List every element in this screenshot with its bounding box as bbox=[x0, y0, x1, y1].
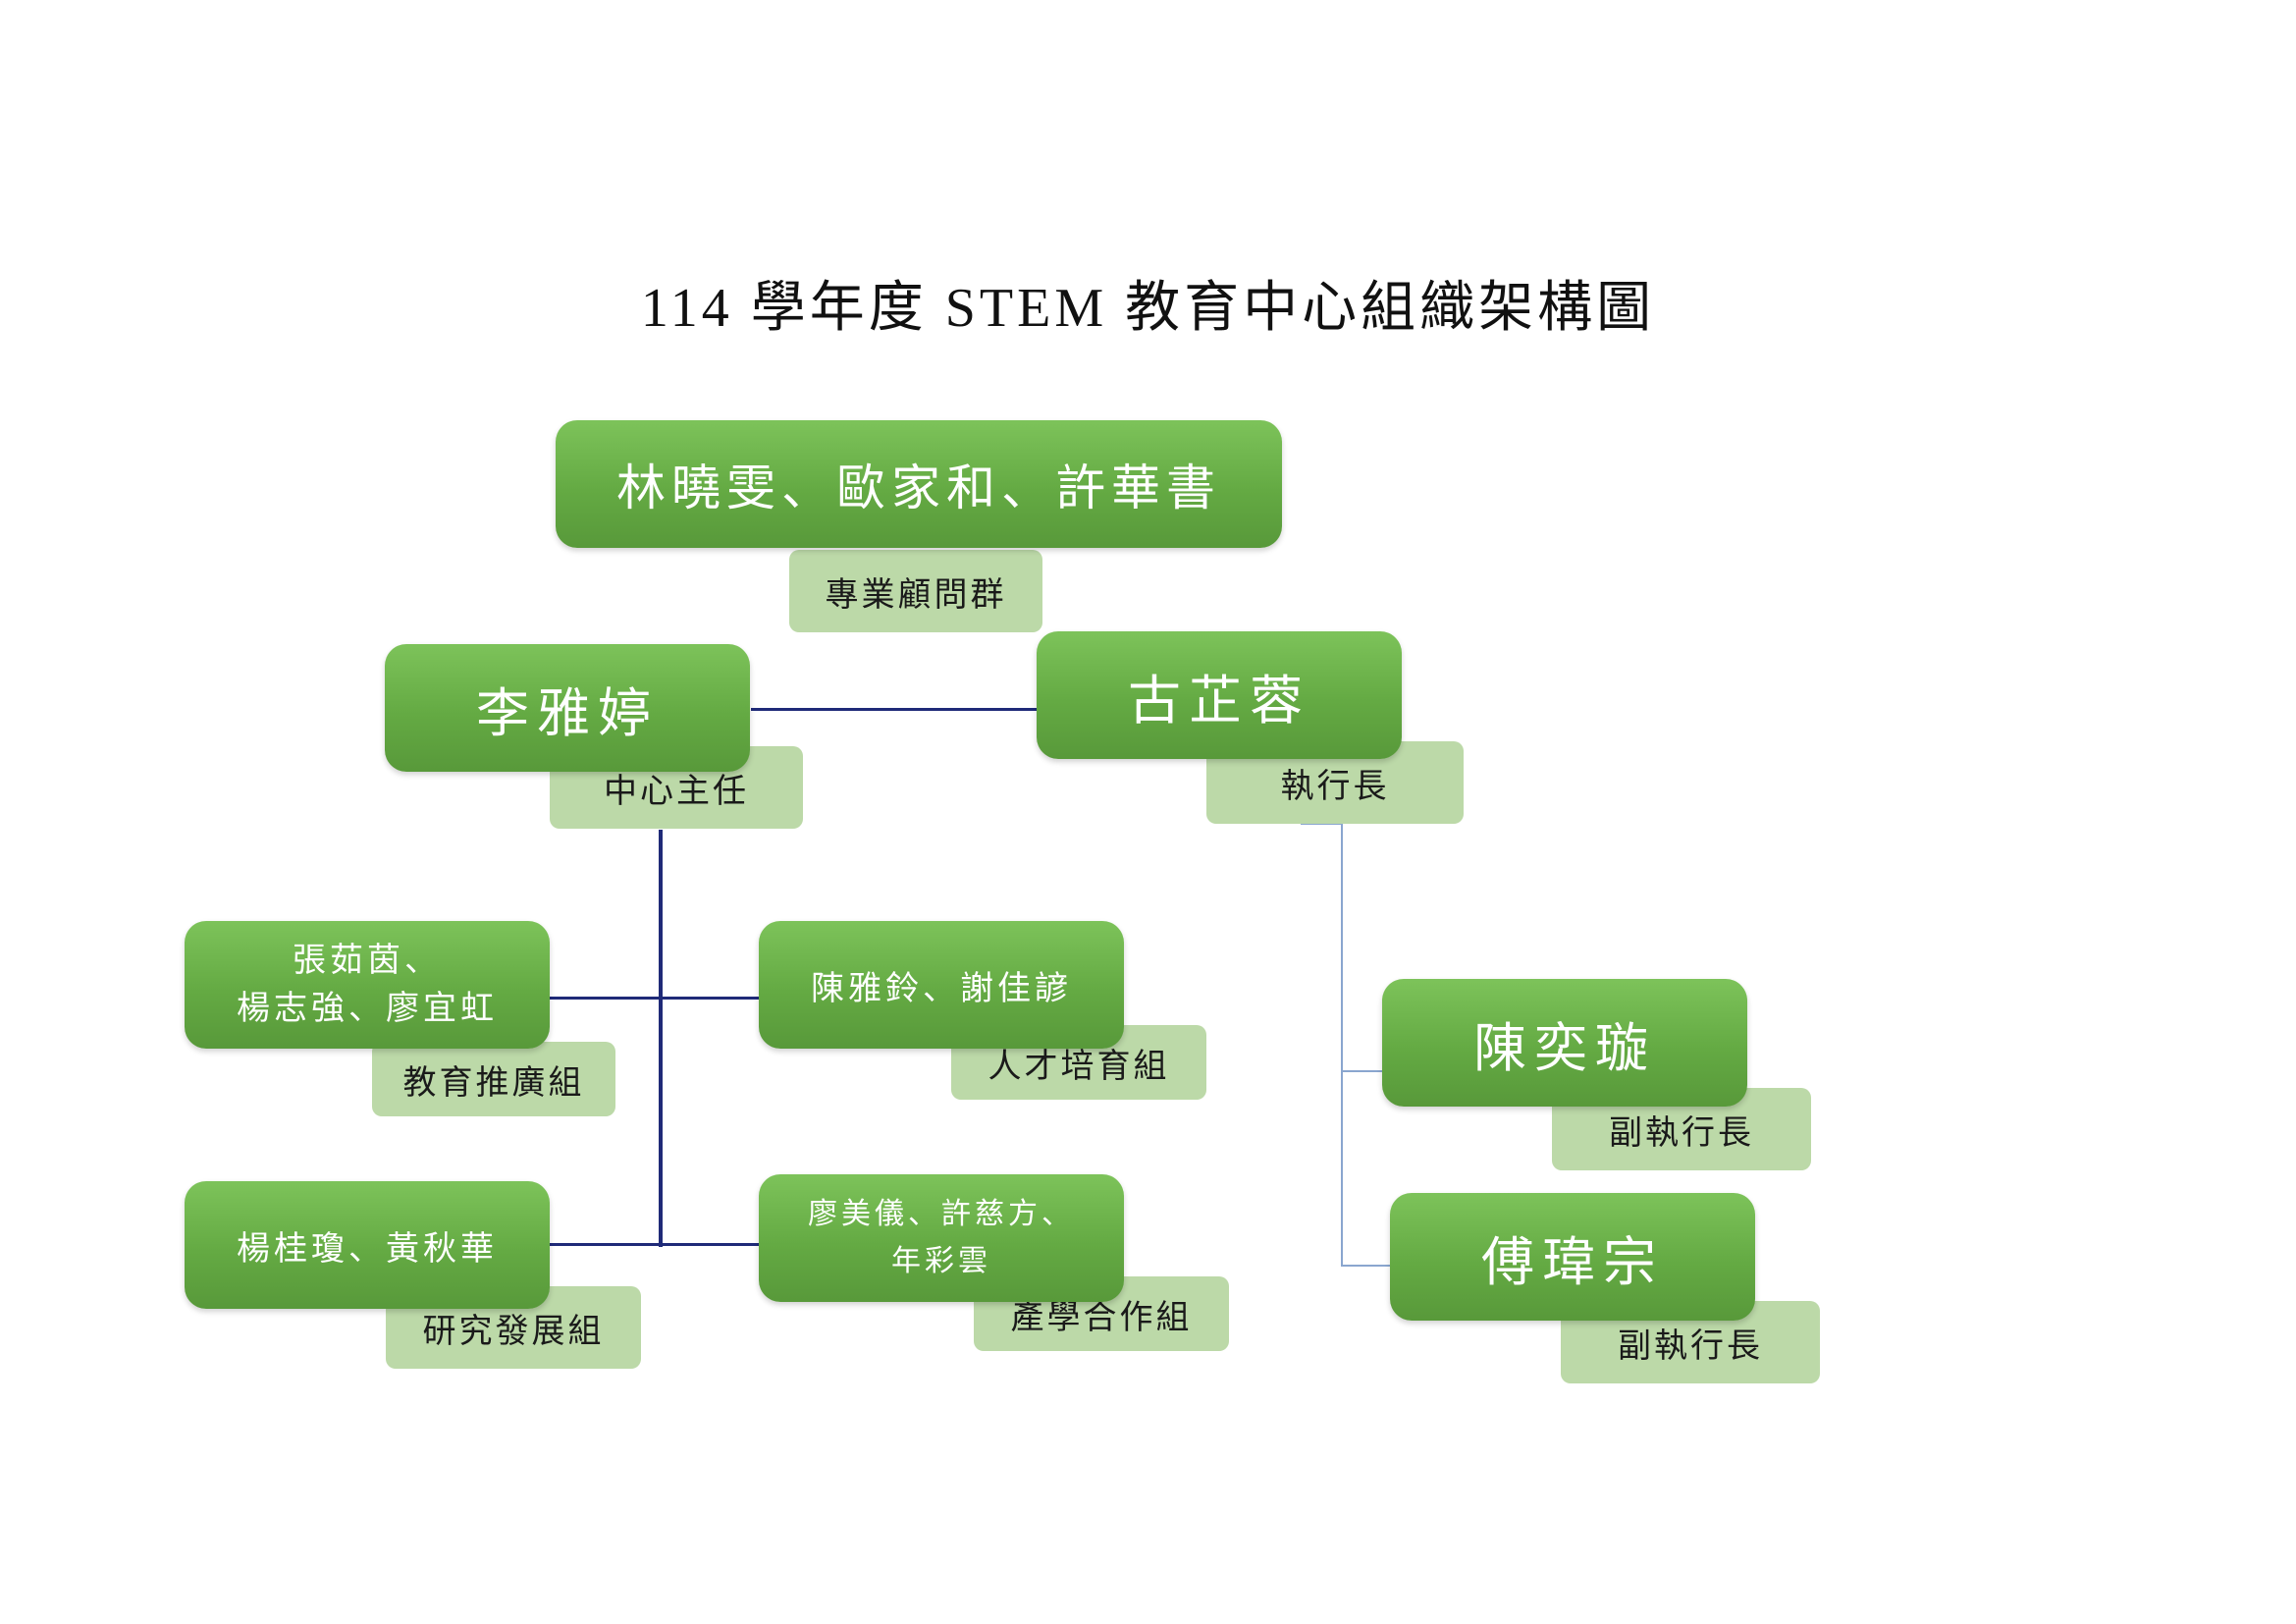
advisors-node: 林曉雯、歐家和、許華書 bbox=[556, 420, 1282, 548]
director-node: 李雅婷 bbox=[385, 644, 750, 772]
connector-director-ceo bbox=[751, 708, 1041, 711]
connector-row1 bbox=[548, 997, 761, 1000]
group-talent-cultivation-node: 陳雅鈴、謝佳諺 bbox=[759, 921, 1124, 1049]
deputy-2-node: 傅瑋宗 bbox=[1390, 1193, 1755, 1321]
group-education-promotion-tag: 教育推廣組 bbox=[372, 1042, 615, 1116]
connector-ceo-trunk bbox=[1341, 823, 1343, 1267]
advisors-role-tag: 專業顧問群 bbox=[789, 550, 1042, 632]
ceo-node: 古芷蓉 bbox=[1037, 631, 1402, 759]
connector-director-trunk bbox=[659, 830, 663, 1247]
group-education-promotion-node: 張茹茵、 楊志強、廖宜虹 bbox=[185, 921, 550, 1049]
group-industry-cooperation-node: 廖美儀、許慈方、 年彩雲 bbox=[759, 1174, 1124, 1302]
connector-deputy-2 bbox=[1341, 1265, 1392, 1267]
page-title: 114 學年度 STEM 教育中心組織架構圖 bbox=[640, 278, 1656, 339]
connector-ceo-stub bbox=[1301, 823, 1343, 825]
deputy-1-node: 陳奕璇 bbox=[1382, 979, 1747, 1107]
connector-row2 bbox=[548, 1243, 761, 1246]
connector-deputy-1 bbox=[1341, 1070, 1384, 1072]
director-role-tag: 中心主任 bbox=[550, 746, 803, 829]
group-research-development-node: 楊桂瓊、黃秋華 bbox=[185, 1181, 550, 1309]
